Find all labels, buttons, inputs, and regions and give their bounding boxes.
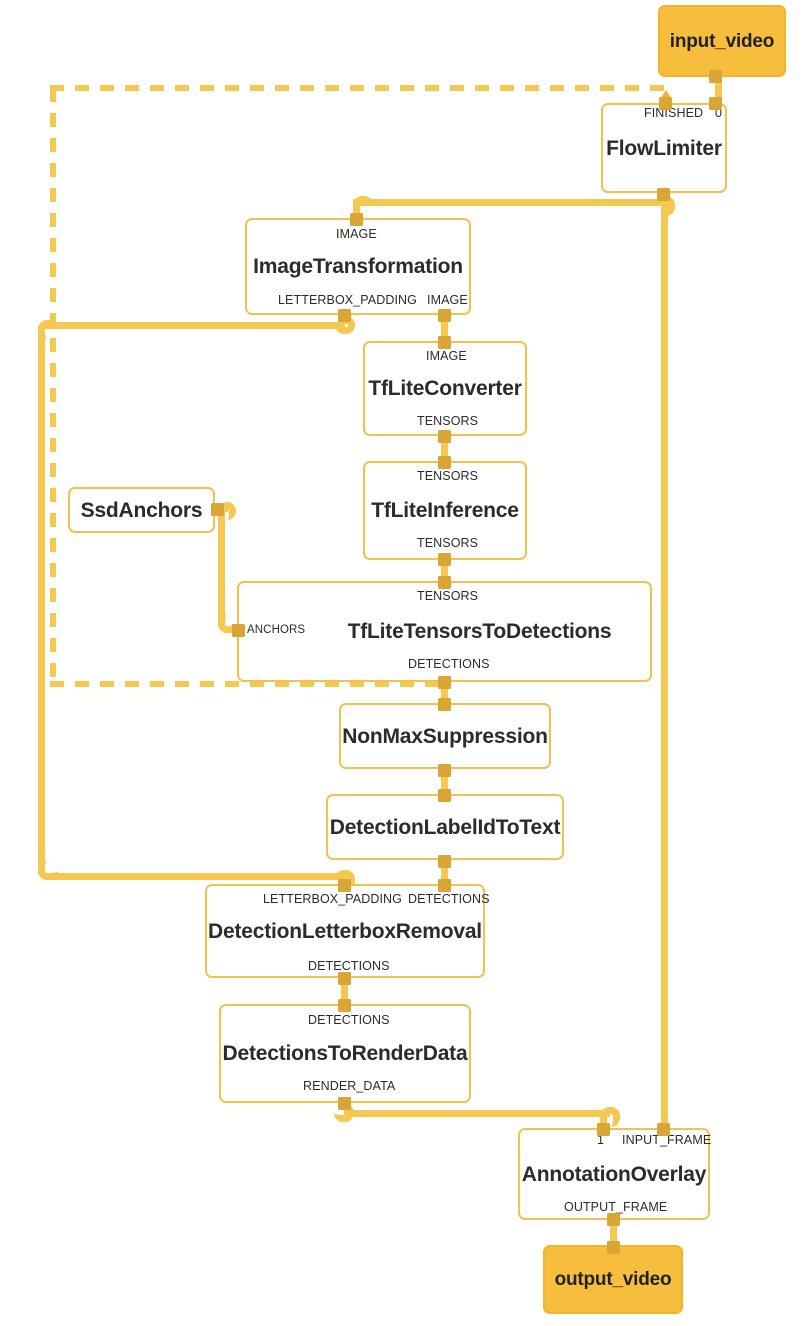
edge-flowlimiter-to-imagetransformation-h (360, 199, 665, 206)
node-flow-limiter[interactable]: FlowLimiter (601, 103, 727, 193)
port-label-tfliteconverter-out-tensors: TENSORS (417, 414, 479, 428)
edge-letterbox-corner-tr (335, 316, 355, 334)
port-ssdanchors-out[interactable] (211, 503, 224, 516)
node-tflite-inference[interactable]: TfLiteInference (363, 461, 527, 560)
node-detection-label-id-to-text[interactable]: DetectionLabelIdToText (326, 794, 564, 860)
port-annotationoverlay-out-output-frame[interactable] (607, 1213, 620, 1226)
port-tfliteconverter-out-tensors[interactable] (438, 430, 451, 443)
port-label-annotationoverlay-out-output-frame: OUTPUT_FRAME (564, 1200, 668, 1214)
port-label-imagetransformation-out-letterbox: LETTERBOX_PADDING (278, 293, 417, 307)
port-rendertodata-in-detections[interactable] (338, 999, 351, 1012)
port-imagetransformation-out-letterbox-padding[interactable] (338, 309, 351, 322)
node-ssd-anchors[interactable]: SsdAnchors (68, 487, 215, 533)
port-label-tensorstodetections-in-anchors: ANCHORS (247, 624, 306, 636)
node-non-max-suppression-label: NonMaxSuppression (342, 724, 548, 748)
edge-letterbox-rail-top (45, 322, 345, 329)
node-ssd-anchors-label: SsdAnchors (80, 498, 203, 522)
port-label-tfliteconverter-in-image: IMAGE (426, 349, 467, 363)
port-label-rendertodata-in-detections: DETECTIONS (308, 1013, 390, 1027)
port-tensorstodetections-in-tensors[interactable] (438, 576, 451, 589)
node-detection-label-id-to-text-label: DetectionLabelIdToText (329, 815, 561, 839)
port-tensorstodetections-in-anchors[interactable] (232, 624, 245, 637)
node-image-transformation[interactable]: ImageTransformation (245, 218, 471, 315)
node-detections-to-render-data-label: DetectionsToRenderData (222, 1042, 468, 1065)
port-label-flowlimiter-finished: FINISHED (644, 106, 704, 120)
node-detection-letterbox-removal-label: DetectionLetterboxRemoval (208, 919, 482, 943)
node-detection-letterbox-removal[interactable]: DetectionLetterboxRemoval (205, 884, 485, 978)
port-flowlimiter-out[interactable] (657, 188, 670, 201)
node-input-video-label: input_video (669, 30, 775, 52)
port-letterboxremoval-out-detections[interactable] (338, 972, 351, 985)
port-flowlimiter-in-finished[interactable] (659, 97, 672, 110)
edge-feedback-top (50, 85, 665, 91)
port-flowlimiter-in-0[interactable] (709, 97, 722, 110)
port-nonmaxsuppression-out[interactable] (438, 764, 451, 777)
port-rendertodata-out-render-data[interactable] (338, 1097, 351, 1110)
node-tflite-tensors-to-detections-label: TfLiteTensorsToDetections (347, 620, 612, 643)
port-label-tfliteinference-out-tensors: TENSORS (417, 536, 479, 550)
node-output-video-label: output_video (554, 1269, 672, 1290)
port-label-tfliteinference-in-tensors: TENSORS (417, 469, 479, 483)
node-flow-limiter-label: FlowLimiter (606, 136, 722, 160)
edge-letterboxremoval-to-rendertodata (341, 972, 348, 1008)
port-annotationoverlay-in-input-frame[interactable] (657, 1123, 670, 1136)
edge-tensorstodetections-to-nonmaxsuppression (441, 676, 448, 708)
edge-to-imagetransformation-image (353, 199, 360, 221)
port-label-imagetransformation-in-image: IMAGE (336, 227, 377, 241)
port-letterboxremoval-in-detections[interactable] (438, 879, 451, 892)
node-detections-to-render-data[interactable]: DetectionsToRenderData (219, 1004, 471, 1103)
node-image-transformation-label: ImageTransformation (253, 255, 463, 278)
edge-imagetransformation-to-tfliteconverter (441, 310, 448, 346)
port-label-tensorstodetections-out-detections: DETECTIONS (408, 657, 490, 671)
edge-feedback-vertical (50, 88, 56, 686)
port-labelidtotext-out[interactable] (438, 855, 451, 868)
port-nonmaxsuppression-in[interactable] (438, 698, 451, 711)
node-annotation-overlay-label: AnnotationOverlay (521, 1162, 707, 1186)
edge-letterbox-rail-bottom (45, 873, 347, 880)
node-input-video[interactable]: input_video (658, 5, 786, 77)
port-label-tensorstodetections-in-tensors: TENSORS (417, 589, 479, 603)
edge-letterbox-rail-vertical (38, 326, 45, 874)
edge-ssdanchors-corner-tr (218, 502, 236, 520)
port-label-rendertodata-out-render-data: RENDER_DATA (303, 1079, 396, 1093)
port-tfliteinference-out-tensors[interactable] (438, 553, 451, 566)
port-imagetransformation-out-image[interactable] (438, 309, 451, 322)
port-label-letterboxremoval-in-letterbox: LETTERBOX_PADDING (263, 892, 402, 906)
port-tfliteconverter-in-image[interactable] (438, 336, 451, 349)
port-label-annotationoverlay-index-1: 1 (597, 1133, 605, 1147)
edge-renderdata-corner-right (600, 1107, 620, 1127)
port-tensorstodetections-out-detections[interactable] (438, 676, 451, 689)
node-tflite-converter-label: TfLiteConverter (368, 377, 522, 400)
edge-feedback-arrowhead-icon (659, 90, 673, 101)
port-label-letterboxremoval-in-detections: DETECTIONS (408, 892, 490, 906)
edge-labelidtotext-to-letterboxremoval (441, 856, 448, 890)
port-annotationoverlay-in-1[interactable] (597, 1123, 610, 1136)
port-input-video-out[interactable] (709, 70, 722, 83)
node-tflite-converter[interactable]: TfLiteConverter (363, 341, 527, 436)
edge-feedback-bottom (50, 681, 445, 687)
port-letterboxremoval-in-letterbox-padding[interactable] (338, 879, 351, 892)
port-labelidtotext-in[interactable] (438, 789, 451, 802)
port-imagetransformation-in-image[interactable] (350, 213, 363, 226)
edge-annotationoverlay-to-outputvideo (610, 1212, 617, 1248)
edge-renderdata-horizontal (344, 1110, 610, 1117)
edge-flowlimiter-to-annotationoverlay (661, 195, 668, 1133)
edge-nonmaxsuppression-to-labelidtotext (441, 765, 448, 799)
node-annotation-overlay[interactable]: AnnotationOverlay (518, 1128, 710, 1220)
edge-tfliteinference-to-tensorstodetections (441, 553, 448, 587)
edge-renderdata-into-annotationoverlay (600, 1110, 607, 1130)
edge-tfliteconverter-to-tfliteinference (441, 430, 448, 466)
edge-ssdanchors-vertical (218, 508, 225, 626)
node-tflite-inference-label: TfLiteInference (371, 499, 519, 522)
edge-input-video-to-flowlimiter (715, 72, 722, 104)
port-label-annotationoverlay-in-input-frame: INPUT_FRAME (622, 1133, 712, 1147)
node-non-max-suppression[interactable]: NonMaxSuppression (339, 703, 551, 769)
port-label-letterboxremoval-out-detections: DETECTIONS (308, 959, 390, 973)
node-output-video[interactable]: output_video (543, 1245, 683, 1314)
port-label-flowlimiter-index-0: 0 (715, 106, 723, 120)
port-output-video-in[interactable] (607, 1241, 620, 1254)
port-tfliteinference-in-tensors[interactable] (438, 456, 451, 469)
port-label-imagetransformation-out-image: IMAGE (427, 293, 468, 307)
